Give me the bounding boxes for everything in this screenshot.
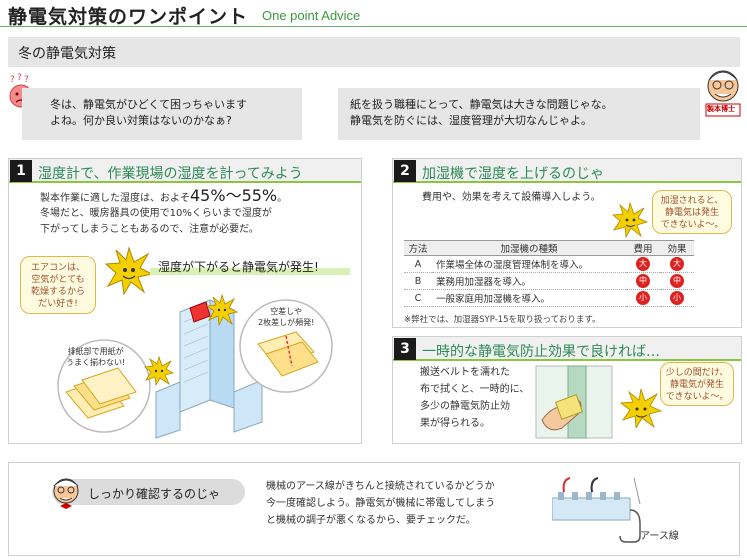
panel-1-line-2: 冬場だと、暖房器具の使用で10%くらいまで湿度が	[40, 208, 272, 219]
warning-highlight	[150, 268, 350, 275]
page-title: 静電気対策のワンポイント	[8, 6, 249, 28]
panel-1-line-3: 下がってしまうこともあるので、注意が必要だ。	[40, 224, 259, 235]
panel-2-intro: 費用や、効果を考えて設備導入しよう。	[422, 192, 601, 203]
bubble-line: できないよ〜。	[665, 392, 729, 402]
svg-text:?: ?	[24, 75, 29, 85]
paper-jam-detail-circle	[239, 299, 333, 393]
bubble-line: できないよ〜。	[660, 220, 724, 230]
effect-badge: 中	[670, 274, 684, 288]
table-row: B 業務用加湿器を導入。 中 中	[404, 272, 694, 290]
jam-line: 空差しや	[270, 307, 303, 316]
cell-method: C	[404, 289, 432, 307]
panel-2-note: ※弊社では、加湿器SYP-15を取り扱っております。	[404, 315, 601, 325]
effect-badge: 小	[670, 291, 684, 305]
confirm-pill	[52, 479, 245, 505]
panel-3-title: 一時的な静電気防止効果で良ければ…	[422, 344, 660, 360]
spark-icon	[206, 294, 238, 326]
panel-2-title: 加湿機で湿度を上げるのじゃ	[422, 166, 604, 182]
cell-type: 一般家庭用加湿機を導入。	[432, 289, 626, 307]
static-spark-character-icon	[104, 246, 154, 296]
spark-character-icon	[612, 202, 648, 238]
ground-line: 機械のアース線がきちんと接続されているかどうか	[266, 481, 495, 492]
humidity-text: 製本作業に適した湿度は、およそ	[40, 193, 190, 204]
paper-jam-note: 空差しや 2枚差しが頻発!	[258, 306, 314, 328]
col-cost: 費用	[626, 240, 660, 256]
aircon-bubble: エアコンは、 空気がとても 乾燥するから だい好き!	[20, 256, 96, 314]
ground-line: と機械の調子が悪くなるから、要チェックだ。	[266, 515, 476, 526]
spark-icon	[144, 356, 174, 386]
cell-method: A	[404, 255, 432, 273]
aircon-line: 空気がとても	[31, 275, 85, 285]
aircon-line: 乾燥するから	[30, 287, 85, 297]
ground-line: 今一度確認しよう。静電気が機械に帯電してしまう	[266, 498, 496, 509]
answer-box	[338, 88, 700, 140]
col-type: 加湿機の種類	[432, 240, 626, 256]
ground-wire-label: アース線	[640, 531, 679, 542]
table-row: A 作業場全体の湿度管理体制を導入。 大 大	[404, 255, 694, 273]
panel-1-number: 1	[10, 160, 32, 182]
svg-text:?: ?	[10, 75, 15, 85]
ground-check-text: 機械のアース線がきちんと接続されているかどうか 今一度確認しよう。静電気が機械に…	[266, 478, 495, 529]
output-line: 排紙部で用紙が	[67, 347, 124, 356]
bubble-line: 静電気は発生	[664, 208, 719, 218]
bubble-line: 静電気が発生	[669, 380, 724, 390]
table-header-row: 方法 加湿機の種類 費用 効果	[404, 240, 694, 256]
panel-3-line: 搬送ベルトを濡れた	[420, 367, 510, 378]
svg-text:?: ?	[17, 73, 22, 83]
aircon-line: エアコンは、	[30, 263, 85, 273]
header-rule	[0, 26, 747, 27]
wiping-belt-illustration	[535, 365, 613, 439]
output-tray-detail-circle	[57, 339, 151, 433]
bubble-line: 加湿されると、	[660, 196, 724, 206]
cell-type: 作業場全体の湿度管理体制を導入。	[432, 255, 626, 273]
aircon-line: だい好き!	[38, 299, 78, 309]
cost-badge: 中	[636, 274, 650, 288]
printing-machine-illustration	[155, 299, 263, 439]
humidity-range: 45%〜55%	[190, 186, 278, 205]
warning-text: 湿度が下がると静電気が発生!	[158, 260, 319, 274]
cell-type: 業務用加湿器を導入。	[432, 272, 626, 290]
panel-3-text: 搬送ベルトを濡れた 布で拭くと、一時的に、 多少の静電気防止効 果が得られる。	[420, 364, 529, 432]
output-note: 排紙部で用紙が うまく揃わない!	[66, 346, 125, 368]
temporary-bubble: 少しの間だけ、 静電気が発生 できないよ〜。	[660, 362, 734, 406]
panel-3-header	[393, 337, 741, 361]
section-bar	[8, 37, 740, 67]
doctor-character-icon	[705, 70, 741, 117]
doctor-badge: 製本博士	[707, 105, 735, 113]
col-effect: 効果	[660, 240, 694, 256]
table-row: C 一般家庭用加湿機を導入。 小 小	[404, 289, 694, 307]
question-box	[22, 88, 302, 140]
answer-line-1: 紙を扱う職種にとって、静電気は大きな問題じゃな。	[350, 98, 613, 111]
panel-1-title: 湿度計で、作業現場の湿度を計ってみよう	[38, 166, 303, 182]
cell-method: B	[404, 272, 432, 290]
panel-2-header	[393, 159, 741, 183]
confirm-label: しっかり確認するのじゃ	[88, 487, 221, 501]
panel-3-line: 果が得られる。	[420, 418, 490, 429]
spark-character-icon	[620, 388, 662, 428]
section-title: 冬の静電気対策	[18, 46, 116, 62]
output-line: うまく揃わない!	[66, 358, 126, 367]
ground-wire-illustration	[552, 477, 641, 543]
doctor-character-icon	[53, 478, 79, 509]
question-line-1: 冬は、静電気がひどくて困っちゃいます	[50, 98, 248, 111]
panel-3-number: 3	[394, 338, 416, 360]
humidifier-bubble: 加湿されると、 静電気は発生 できないよ〜。	[652, 190, 732, 234]
question-line-2: よね。何か良い対策はないのかなぁ?	[50, 114, 232, 127]
effect-badge: 大	[670, 257, 684, 271]
page-subtitle: One point Advice	[262, 8, 361, 23]
humidity-period: 。	[277, 193, 288, 204]
panel-1-line-1: 製本作業に適した湿度は、およそ45%〜55%。	[40, 188, 287, 207]
cost-badge: 大	[636, 257, 650, 271]
bubble-line: 少しの間だけ、	[665, 368, 729, 378]
cost-badge: 小	[636, 291, 650, 305]
panel-1-header	[9, 159, 361, 183]
panel-2-number: 2	[394, 160, 416, 182]
panel-3-line: 多少の静電気防止効	[420, 401, 510, 412]
answer-line-2: 静電気を防ぐには、湿度管理が大切なんじゃよ。	[350, 114, 592, 127]
panel-3-line: 布で拭くと、一時的に、	[420, 384, 530, 395]
jam-line: 2枚差しが頻発!	[258, 318, 315, 327]
col-method: 方法	[404, 240, 432, 256]
humidifier-table: 方法 加湿機の種類 費用 効果 A 作業場全体の湿度管理体制を導入。 大 大 B…	[404, 240, 694, 307]
